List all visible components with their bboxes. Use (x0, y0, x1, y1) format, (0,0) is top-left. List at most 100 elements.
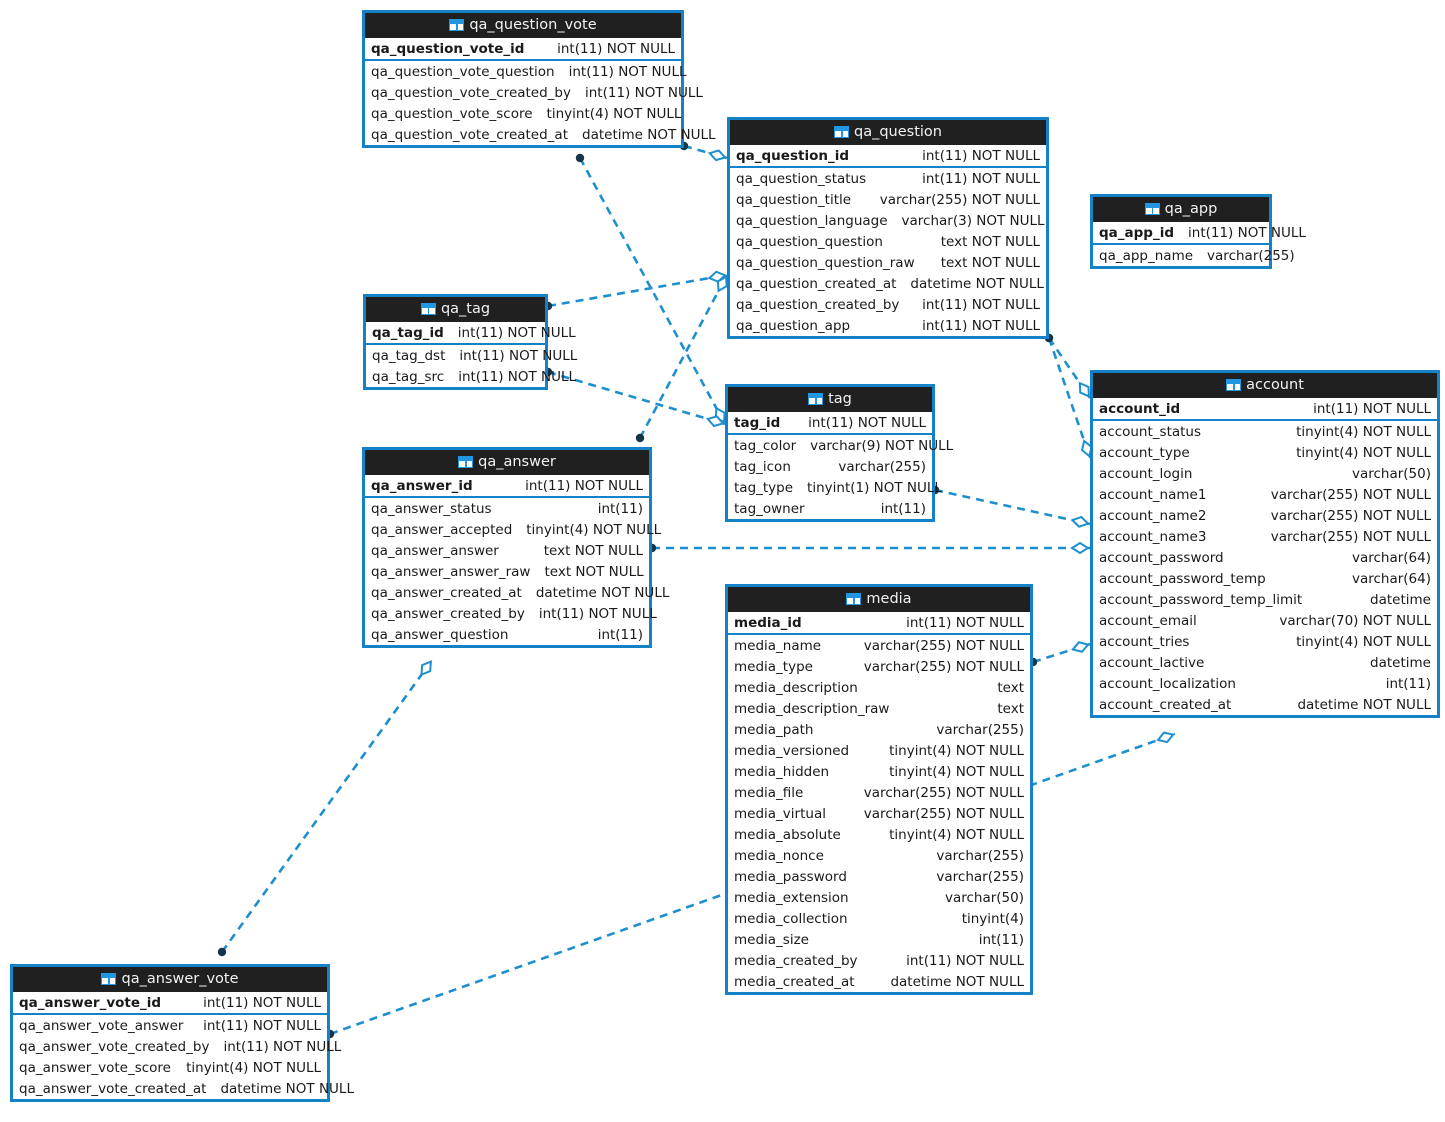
table-header-qa_tag[interactable]: qa_tag (366, 297, 545, 322)
column-name: qa_question_title (736, 192, 852, 208)
relationship-qa_tag-to-qa_question (543, 270, 728, 311)
table-name-label: qa_tag (440, 301, 491, 317)
column-name: qa_answer_created_at (371, 585, 522, 601)
table-header-qa_app[interactable]: qa_app (1093, 197, 1269, 222)
table-header-tag[interactable]: tag (728, 387, 932, 412)
column-name: qa_answer_vote_created_at (19, 1081, 207, 1097)
table-header-qa_question_vote[interactable]: qa_question_vote (365, 13, 681, 38)
table-header-qa_answer[interactable]: qa_answer (365, 450, 649, 475)
table-header-media[interactable]: media (728, 587, 1030, 612)
column-type: int(11) NOT NULL (538, 606, 657, 622)
table-header-qa_question[interactable]: qa_question (730, 120, 1046, 145)
column-type: int(11) NOT NULL (457, 325, 576, 341)
column-name: account_password (1099, 550, 1224, 566)
column-type: datetime (1370, 592, 1431, 608)
table-header-qa_answer_vote[interactable]: qa_answer_vote (13, 967, 327, 992)
column-row[interactable]: account_password_temp_limit datetime (1093, 589, 1437, 610)
column-name: media_absolute (734, 827, 841, 843)
column-name: account_password_temp_limit (1099, 592, 1303, 608)
table-header-account[interactable]: account (1093, 373, 1437, 398)
